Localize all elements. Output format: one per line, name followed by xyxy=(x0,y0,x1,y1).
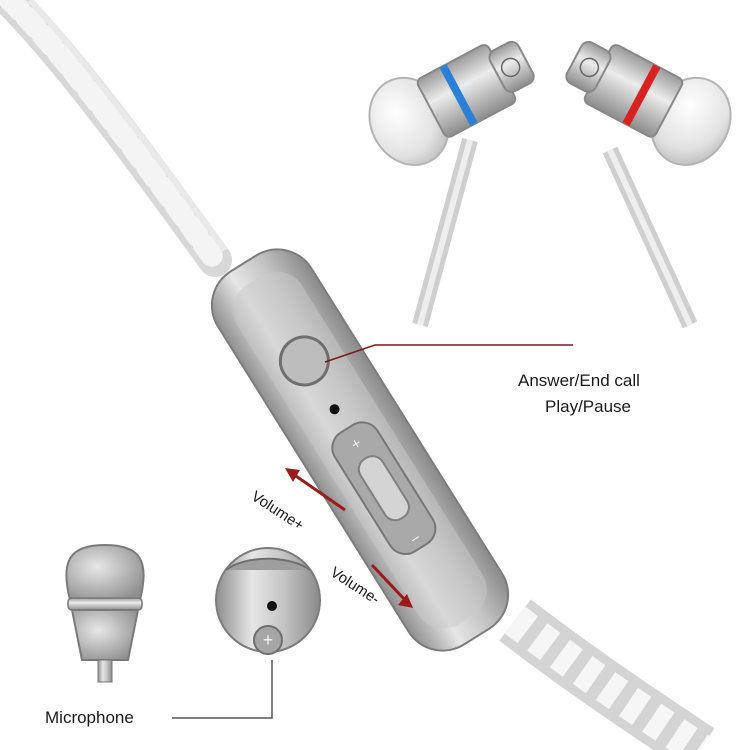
left-earbud xyxy=(368,40,535,328)
answer-button xyxy=(278,335,330,387)
microphone-label: Microphone xyxy=(45,708,134,727)
volume-up-arrow xyxy=(285,468,346,512)
cable-upper xyxy=(0,0,232,277)
answer-end-call-label: Answer/End call xyxy=(518,371,640,390)
volume-down-arrow xyxy=(370,563,413,608)
svg-text:+: + xyxy=(263,630,274,650)
right-earbud xyxy=(565,40,732,329)
cable-lower xyxy=(499,599,715,750)
answer-callout-line xyxy=(324,344,573,363)
play-pause-label: Play/Pause xyxy=(545,397,631,416)
microphone-icon xyxy=(65,543,145,683)
mic-detail-inset: + xyxy=(215,547,321,655)
mic-callout-line xyxy=(172,660,273,719)
inline-remote: + − xyxy=(210,248,510,652)
mic-hole xyxy=(329,404,340,415)
